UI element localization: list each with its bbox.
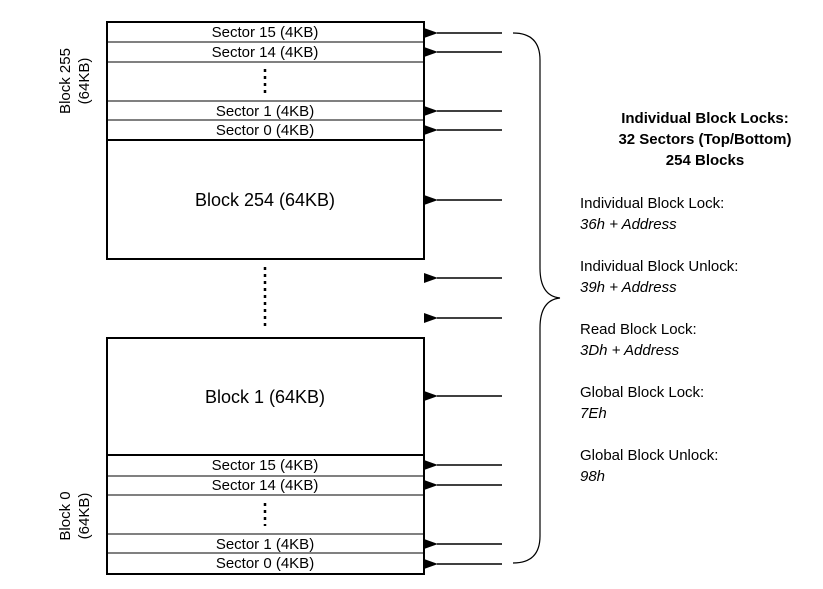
- command-label: Global Block Lock:: [580, 384, 705, 401]
- block255-sector15-label: Sector 15 (4KB): [212, 24, 319, 41]
- block255-sector0-label: Sector 0 (4KB): [216, 122, 314, 139]
- block0-sector1-label: Sector 1 (4KB): [216, 536, 314, 553]
- block255-label-line2: (64KB): [76, 58, 93, 105]
- block254-label: Block 254 (64KB): [195, 190, 335, 210]
- command-global-lock: Global Block Lock: 7Eh: [580, 382, 820, 424]
- block1-label: Block 1 (64KB): [205, 387, 325, 407]
- command-code: 36h + Address: [580, 216, 677, 233]
- block0-sector15-label: Sector 15 (4KB): [212, 457, 319, 474]
- locks-title-line3: 254 Blocks: [665, 152, 745, 169]
- command-label: Individual Block Unlock:: [580, 258, 739, 275]
- block0-sector14-label: Sector 14 (4KB): [212, 477, 319, 494]
- locks-title-line2: 32 Sectors (Top/Bottom): [618, 131, 792, 148]
- command-read-lock: Read Block Lock: 3Dh + Address: [580, 319, 820, 361]
- command-global-unlock: Global Block Unlock: 98h: [580, 445, 820, 487]
- block255-sector14-label: Sector 14 (4KB): [212, 44, 319, 61]
- block255-sector1-label: Sector 1 (4KB): [216, 103, 314, 120]
- command-code: 39h + Address: [580, 279, 677, 296]
- block0-sector0-label: Sector 0 (4KB): [216, 555, 314, 572]
- command-individual-lock: Individual Block Lock: 36h + Address: [580, 193, 820, 235]
- command-label: Global Block Unlock:: [580, 447, 719, 464]
- command-code: 3Dh + Address: [580, 342, 680, 359]
- command-code: 98h: [580, 468, 606, 485]
- block255-label-line1: Block 255: [57, 48, 74, 114]
- command-label: Individual Block Lock:: [580, 195, 725, 212]
- block0-label-line1: Block 0: [57, 491, 74, 540]
- command-label: Read Block Lock:: [580, 321, 697, 338]
- locks-title-line1: Individual Block Locks:: [621, 110, 789, 127]
- locks-heading: Individual Block Locks: 32 Sectors (Top/…: [590, 108, 820, 171]
- command-code: 7Eh: [580, 405, 607, 422]
- command-individual-unlock: Individual Block Unlock: 39h + Address: [580, 256, 820, 298]
- right-brace: [512, 32, 561, 564]
- block0-label-line2: (64KB): [76, 493, 93, 540]
